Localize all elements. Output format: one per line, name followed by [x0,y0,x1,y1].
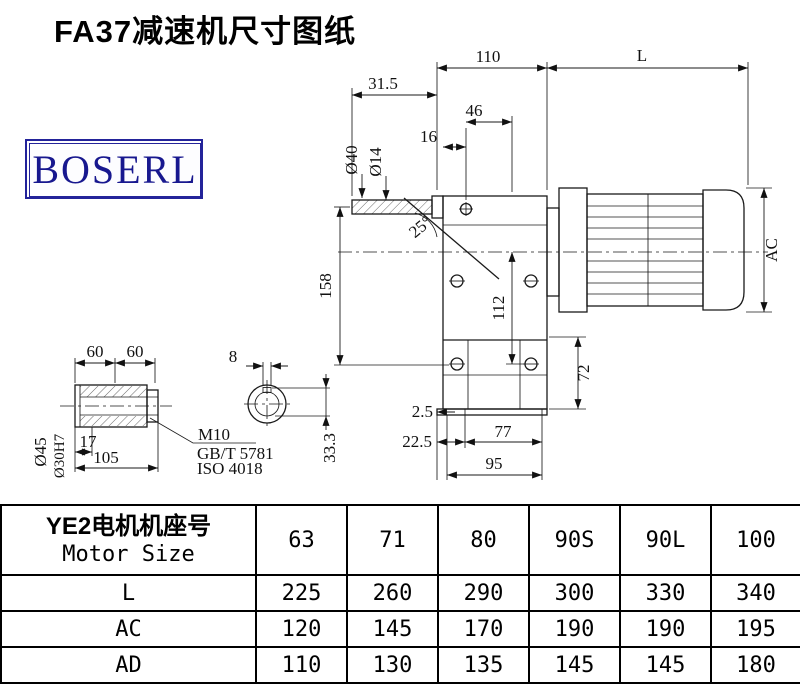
drawing-canvas: FA37减速机尺寸图纸 BOSERL [25,14,781,480]
fan-cover [702,189,745,311]
dimensions-side [334,187,772,410]
row-label-AD: AD [0,646,257,684]
dim-72-label: 72 [574,365,593,382]
boserl-logo: BOSERL [25,139,203,199]
table-row-L: L 225 260 290 300 330 340 [0,574,800,612]
row-label-L: L [0,574,257,612]
table-row-AD: AD 110 130 135 145 145 180 [0,646,800,684]
gearbox-housing [403,195,548,416]
note-iso-label: ISO 4018 [197,459,263,478]
table-cell: 135 [437,646,530,684]
dim-AC-label: AC [762,238,781,262]
note-m10-label: M10 [198,425,230,444]
bore-inner-circle [254,391,280,417]
shaft-detail: 60 60 Ø45 Ø30H7 17 105 M10 GB/T 5781 ISO… [31,342,274,478]
motor-fins [587,194,703,306]
dim-95-label: 95 [486,454,503,473]
angle-arc [414,212,438,238]
table-cell: 145 [528,646,621,684]
bore-dimensions [246,362,330,430]
table-cell: 225 [255,574,348,612]
dimensions-bottom [436,408,543,480]
table-cell: 180 [710,646,800,684]
table-cell: 300 [528,574,621,612]
table-cell: 170 [437,610,530,648]
dim-60b-label: 60 [127,342,144,361]
table-cell: 190 [619,610,712,648]
dim-33-3-label: 33.3 [320,433,339,463]
bore-outer-circle [247,384,287,424]
table-header-row: YE2电机机座号 Motor Size 63 71 80 90S 90L 100 [0,504,800,576]
table-cell: 340 [710,574,800,612]
table-cell: 145 [346,610,439,648]
column-header: 80 [437,504,530,576]
main-view: 110 L 31.5 46 16 Ø40 Ø14 25° 158 112 AC … [316,46,781,480]
table-cell: 110 [255,646,348,684]
table-cell: 330 [619,574,712,612]
motor-size-header-cell: YE2电机机座号 Motor Size [0,504,257,576]
dim-d45-label: Ø45 [31,437,50,466]
dim-112-label: 112 [489,296,508,321]
note-gb-label: GB/T 5781 [197,444,274,463]
dimensions-top [351,62,749,200]
table-cell: 120 [255,610,348,648]
motor [546,187,745,313]
dim-46-label: 46 [466,101,483,120]
table-cell: 145 [619,646,712,684]
page-title: FA37减速机尺寸图纸 [54,14,357,49]
column-header: 71 [346,504,439,576]
table-cell: 195 [710,610,800,648]
dim-77-label: 77 [495,422,513,441]
boserl-logo-frame: BOSERL [29,143,201,197]
motor-flange [558,187,588,313]
dim-2-5-label: 2.5 [412,402,433,421]
dim-110-label: 110 [476,47,501,66]
dim-31-5-label: 31.5 [368,74,398,93]
table-cell: 260 [346,574,439,612]
motor-size-header-cn: YE2电机机座号 [45,513,212,541]
motor-body [586,193,704,307]
dim-d30h7-label: Ø30H7 [52,433,68,478]
dimension-drawing: 110 L 31.5 46 16 Ø40 Ø14 25° 158 112 AC … [31,46,781,480]
column-header: 100 [710,504,800,576]
dim-22-5-label: 22.5 [402,432,432,451]
dim-105-label: 105 [93,448,119,467]
boserl-logo-text: BOSERL [32,147,198,192]
bolt-holes [449,274,539,371]
table-cell: 130 [346,646,439,684]
keyway [262,387,272,393]
row-label-AC: AC [0,610,257,648]
dim-L-label: L [637,46,647,65]
column-header: 90S [528,504,621,576]
table-cell: 290 [437,574,530,612]
column-header: 63 [255,504,348,576]
column-header: 90L [619,504,712,576]
bore-detail: 8 33.3 [229,347,339,463]
dim-8-label: 8 [229,347,238,366]
motor-size-header-en: Motor Size [62,542,195,568]
motor-size-table: YE2电机机座号 Motor Size 63 71 80 90S 90L 100… [0,504,800,684]
dim-158-label: 158 [316,273,335,299]
dim-16-label: 16 [420,127,437,146]
table-cell: 190 [528,610,621,648]
dim-d40-label: Ø40 [342,145,361,174]
dim-60a-label: 60 [87,342,104,361]
shaft-dimensions [74,358,256,472]
table-row-AC: AC 120 145 170 190 190 195 [0,610,800,648]
input-shaft [351,195,473,219]
dim-17-label: 17 [80,432,98,451]
angled-face [403,197,500,280]
m10-leader [149,417,256,444]
dim-d14-label: Ø14 [366,147,385,177]
dim-25deg-label: 25° [405,212,435,242]
